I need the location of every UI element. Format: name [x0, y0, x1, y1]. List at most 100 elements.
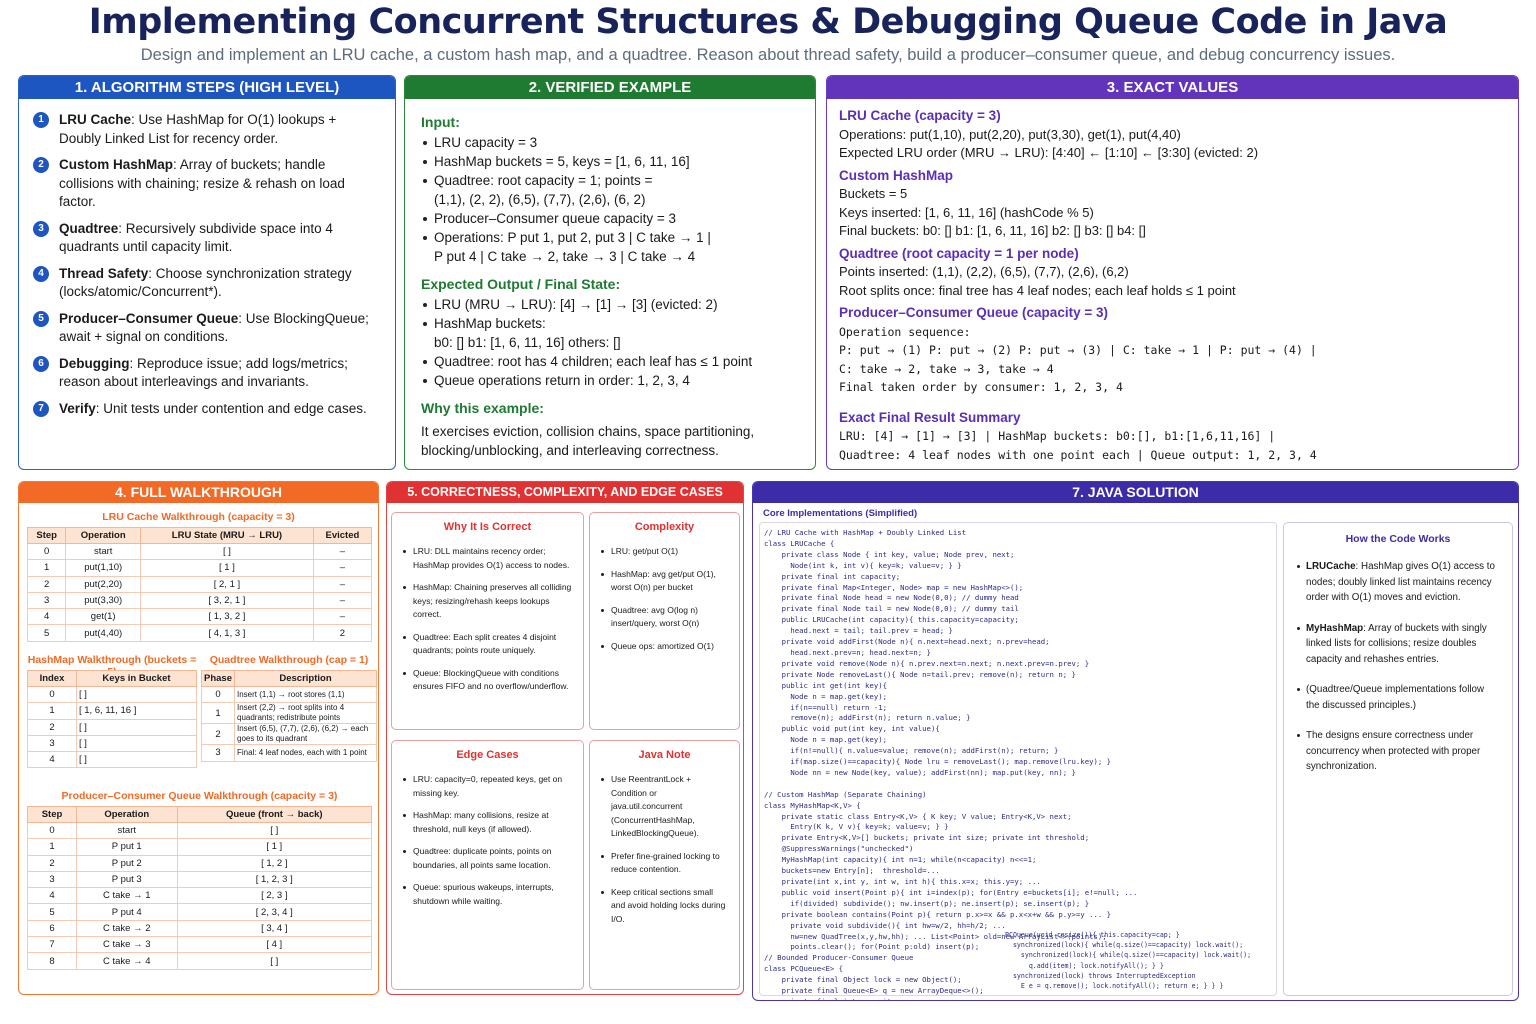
step-name: Producer–Consumer Queue: [59, 310, 239, 326]
panel-title: 3. EXACT VALUES: [827, 76, 1518, 99]
list-item: Quadtree: avg O(log n) insert/query, wor…: [600, 604, 729, 631]
code-block: // LRU Cache with HashMap + Doubly Linke…: [764, 528, 1138, 1000]
step-name: Custom HashMap: [59, 157, 174, 172]
table-row: 4[ ]: [27, 751, 198, 769]
table-cell: C take → 2: [75, 919, 178, 938]
table-cell: 1: [26, 559, 67, 577]
table-cell: 2: [27, 854, 77, 872]
table-cell: C take → 1: [75, 887, 178, 905]
table-cell: 0: [27, 685, 77, 704]
table-cell: 0: [26, 542, 67, 561]
step-number-icon: 4: [33, 265, 49, 282]
table-cell: [ ]: [176, 821, 373, 840]
list-item: Queue: BlockingQueue with conditions ens…: [402, 667, 573, 694]
table-cell: [ 3, 2, 1 ]: [140, 591, 314, 610]
input-heading: Input:: [421, 114, 460, 130]
list-item: LRU: get/put O(1): [600, 545, 729, 559]
panel-title: 7. JAVA SOLUTION: [753, 482, 1518, 503]
list-item: LRU capacity = 3: [421, 133, 799, 152]
step-text: : Unit tests under contention and edge c…: [95, 400, 367, 416]
list-item: Quadtree: duplicate points, points on bo…: [402, 845, 573, 872]
table-cell: Insert (2,2) → root splits into 4 quadra…: [234, 702, 377, 725]
table-cell: [ ]: [75, 685, 198, 704]
edge-cases-list: LRU: capacity=0, repeated keys, get on m…: [402, 773, 573, 908]
value-line: C: take → 2, take → 3, take → 4: [839, 361, 1054, 376]
table-cell: [ 2, 3, 4 ]: [176, 903, 373, 921]
panel-title: 2. VERIFIED EXAMPLE: [405, 76, 815, 99]
step-number-icon: 3: [33, 220, 49, 237]
lru-walkthrough-title: LRU Cache Walkthrough (capacity = 3): [102, 511, 295, 523]
list-item: LRU: capacity=0, repeated keys, get on m…: [402, 773, 573, 800]
table-row: 3[ ]: [27, 734, 198, 753]
value-line: Keys inserted: [1, 6, 11, 16] (hashCode …: [839, 204, 1094, 220]
table-cell: 2: [312, 624, 373, 642]
complexity-list: LRU: get/put O(1) HashMap: avg get/put O(…: [600, 545, 729, 653]
core-heading: Core Implementations (Simplified): [763, 508, 918, 519]
how-code-works-heading: How the Code Works: [1345, 533, 1451, 545]
list-item: Prefer fine-grained locking to reduce co…: [600, 850, 729, 877]
table-cell: 4: [27, 887, 77, 905]
column-header: Description: [234, 670, 377, 687]
table-cell: –: [312, 575, 373, 593]
list-item: Queue operations return in order: 1, 2, …: [421, 371, 799, 390]
table-cell: 1: [27, 702, 77, 720]
list-item: LRU (MRU → LRU): [4] → [1] → [3] (evicte…: [421, 295, 799, 314]
table-cell: 2: [26, 575, 67, 593]
how-item: (Quadtree/Queue implementations follow t…: [1296, 682, 1500, 713]
column-header: Index: [27, 670, 77, 687]
table-cell: put(2,20): [65, 575, 142, 593]
list-item: HashMap: Chaining preserves all collidin…: [402, 581, 573, 622]
step-name: LRU Cache: [59, 112, 132, 127]
table-cell: C take → 3: [75, 936, 178, 954]
step-number-icon: 6: [33, 355, 49, 372]
page-title: Implementing Concurrent Structures & Deb…: [88, 2, 1448, 42]
list-item: Keep critical sections small and avoid h…: [600, 886, 729, 927]
table-cell: [ 1, 2 ]: [176, 854, 373, 872]
why-correct-list: LRU: DLL maintains recency order; HashMa…: [402, 545, 573, 694]
table-cell: [ 4 ]: [176, 936, 373, 954]
step-text: : Reproduce issue; add logs/metrics; rea…: [59, 355, 348, 390]
table-cell: 2: [27, 718, 77, 736]
column-header: Evicted: [312, 527, 373, 544]
table-row: 2[ ]: [27, 718, 198, 736]
table-cell: 1: [201, 702, 235, 725]
step-text: : Use BlockingQueue; await + signal on c…: [59, 310, 369, 345]
output-list: LRU (MRU → LRU): [4] → [1] → [3] (evicte…: [421, 295, 799, 390]
value-line: Root splits once: final tree has 4 leaf …: [839, 282, 1236, 298]
table-cell: 1: [27, 838, 77, 856]
how-item: The designs ensure correctness under con…: [1296, 728, 1500, 775]
table-cell: 0: [27, 821, 77, 840]
table-cell: 0: [201, 685, 235, 704]
step-item: 5 Producer–Consumer Queue: Use BlockingQu…: [33, 310, 381, 347]
list-item: Quadtree: Each split creates 4 disjoint …: [402, 631, 573, 658]
list-item: HashMap: many collisions, resize at thre…: [402, 809, 573, 836]
table-cell: [ 1, 2, 3 ]: [176, 870, 373, 889]
table-cell: [ ]: [176, 952, 373, 970]
section-heading: Quadtree (root capacity = 1 per node): [839, 245, 1079, 261]
value-line: Expected LRU order (MRU → LRU): [4:40] ←…: [839, 145, 1259, 160]
table-cell: 2: [201, 723, 235, 746]
panel-full-walkthrough: 4. FULL WALKTHROUGH LRU Cache Walkthroug…: [18, 481, 379, 995]
step-number-icon: 5: [33, 310, 49, 327]
list-item: P put 4 | C take → 2, take → 3 | C take …: [434, 249, 696, 264]
step-name: Thread Safety: [59, 265, 149, 281]
table-cell: P put 2: [75, 854, 178, 872]
how-item-name: MyHashMap: [1306, 622, 1364, 634]
step-text: : Recursively subdivide space into 4 qua…: [59, 220, 333, 255]
list-item: HashMap: avg get/put O(1), worst O(n) pe…: [600, 568, 729, 595]
